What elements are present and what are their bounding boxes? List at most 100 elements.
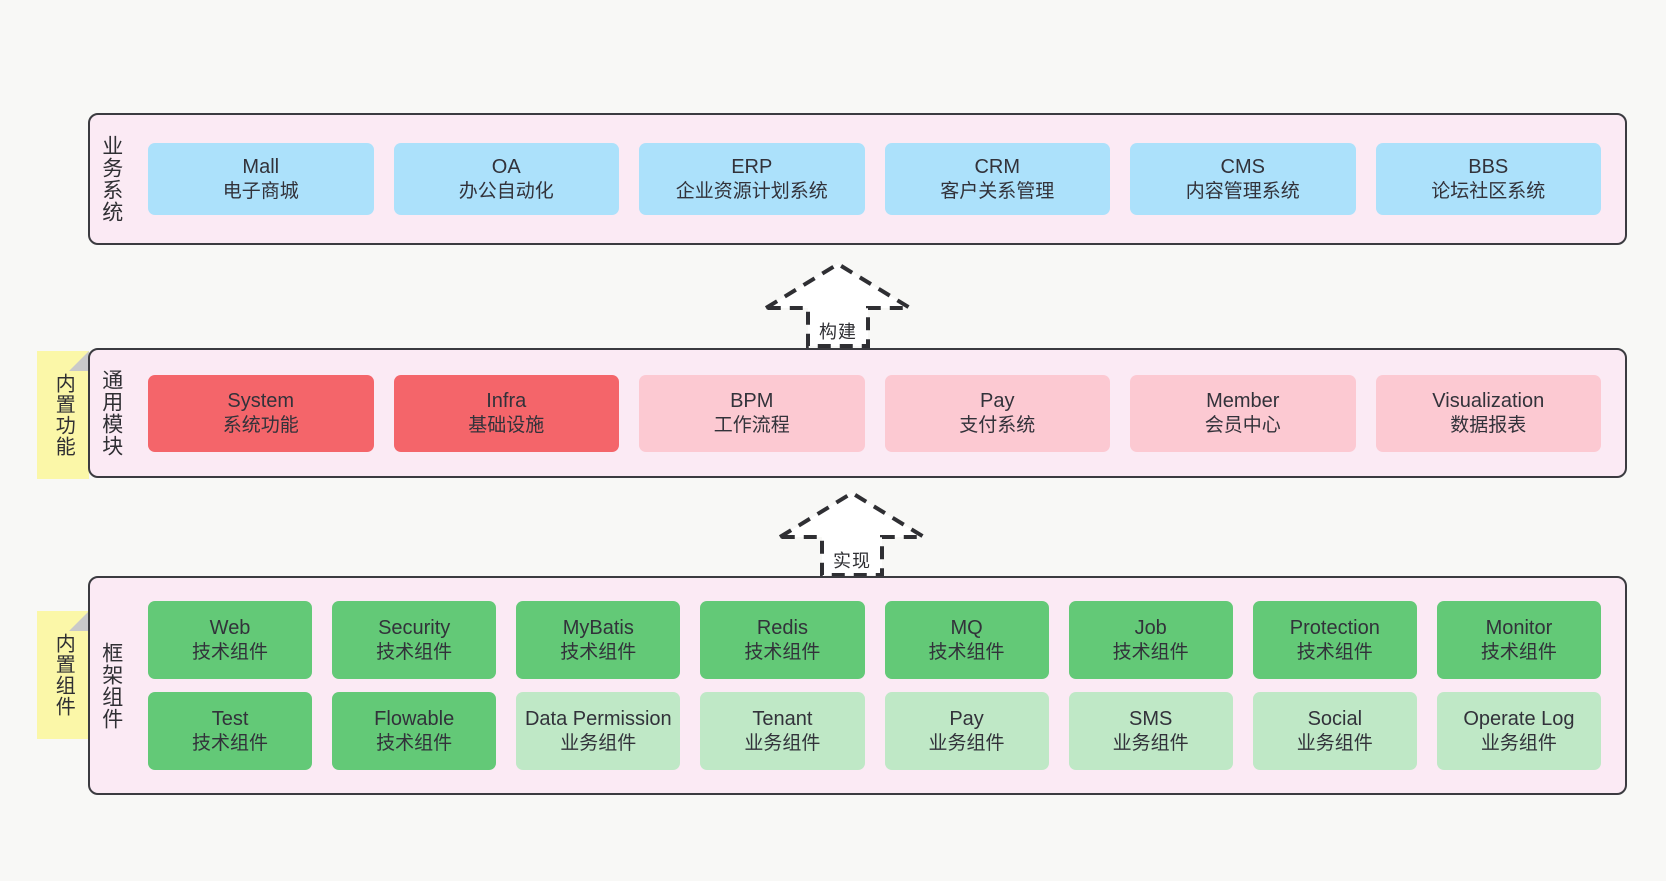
card-mall-name: Mall [242, 155, 280, 178]
card-flowable-name: Flowable [374, 707, 455, 730]
card-monitor-name: Monitor [1485, 616, 1553, 639]
card-job-desc: 技术组件 [1112, 641, 1189, 663]
layer-framework-components: 框架组件 Web 技术组件 Security 技术组件 MyBatis 技术组件… [88, 576, 1627, 795]
layer-common-modules: 通用模块 System 系统功能 Infra 基础设施 BPM 工作流程 Pay… [88, 348, 1627, 478]
card-flowable[interactable]: Flowable 技术组件 [332, 692, 497, 770]
card-crm[interactable]: CRM 客户关系管理 [884, 143, 1110, 215]
card-pay-component-desc: 业务组件 [928, 732, 1005, 754]
card-bpm-name: BPM [730, 389, 774, 412]
card-social[interactable]: Social 业务组件 [1252, 692, 1417, 770]
card-mq[interactable]: MQ 技术组件 [884, 601, 1049, 679]
card-mybatis[interactable]: MyBatis 技术组件 [516, 601, 681, 679]
card-mall-desc: 电子商城 [222, 180, 299, 202]
card-cms-name: CMS [1220, 155, 1265, 178]
arrow-build: 构建 [758, 258, 918, 350]
card-test-name: Test [211, 707, 249, 730]
card-bbs[interactable]: BBS 论坛社区系统 [1375, 143, 1601, 215]
card-pay-module-name: Pay [980, 389, 1015, 412]
card-visualization-name: Visualization [1432, 389, 1545, 412]
framework-row-tech: Web 技术组件 Security 技术组件 MyBatis 技术组件 Redi… [138, 601, 1611, 679]
card-job-name: Job [1134, 616, 1167, 639]
card-member-name: Member [1206, 389, 1280, 412]
card-test-desc: 技术组件 [192, 732, 269, 754]
card-cms[interactable]: CMS 内容管理系统 [1130, 143, 1356, 215]
card-security-desc: 技术组件 [376, 641, 453, 663]
card-security[interactable]: Security 技术组件 [332, 601, 497, 679]
card-mq-desc: 技术组件 [928, 641, 1005, 663]
card-job[interactable]: Job 技术组件 [1068, 601, 1233, 679]
card-erp-desc: 企业资源计划系统 [675, 180, 828, 202]
card-web[interactable]: Web 技术组件 [148, 601, 313, 679]
card-protection[interactable]: Protection 技术组件 [1252, 601, 1417, 679]
layer-framework-cards: Web 技术组件 Security 技术组件 MyBatis 技术组件 Redi… [132, 578, 1625, 793]
card-visualization[interactable]: Visualization 数据报表 [1375, 374, 1601, 452]
card-cms-desc: 内容管理系统 [1185, 180, 1300, 202]
card-infra-desc: 基础设施 [468, 414, 545, 436]
card-protection-name: Protection [1289, 616, 1380, 639]
card-oa[interactable]: OA 办公自动化 [393, 143, 619, 215]
layer-modules-cards: System 系统功能 Infra 基础设施 BPM 工作流程 Pay 支付系统… [132, 350, 1625, 476]
note-builtin-features: 内置功能 [37, 351, 89, 479]
card-pay-module-desc: 支付系统 [959, 414, 1036, 436]
card-flowable-desc: 技术组件 [376, 732, 453, 754]
card-bbs-desc: 论坛社区系统 [1431, 180, 1546, 202]
card-social-desc: 业务组件 [1296, 732, 1373, 754]
card-redis-desc: 技术组件 [744, 641, 821, 663]
arrow-build-label: 构建 [819, 322, 857, 342]
framework-row-business: Test 技术组件 Flowable 技术组件 Data Permission … [138, 692, 1611, 770]
note-builtin-components-text: 内置组件 [52, 633, 75, 717]
card-member[interactable]: Member 会员中心 [1130, 374, 1356, 452]
card-bbs-name: BBS [1468, 155, 1509, 178]
card-tenant-desc: 业务组件 [744, 732, 821, 754]
card-sms-name: SMS [1129, 707, 1173, 730]
card-tenant-name: Tenant [752, 707, 813, 730]
card-tenant[interactable]: Tenant 业务组件 [700, 692, 865, 770]
layer-modules-title: 通用模块 [99, 369, 123, 457]
card-member-desc: 会员中心 [1204, 414, 1281, 436]
card-data-permission[interactable]: Data Permission 业务组件 [516, 692, 681, 770]
card-infra-name: Infra [486, 389, 527, 412]
card-redis[interactable]: Redis 技术组件 [700, 601, 865, 679]
card-system-desc: 系统功能 [222, 414, 299, 436]
card-mall[interactable]: Mall 电子商城 [148, 143, 374, 215]
card-visualization-desc: 数据报表 [1450, 414, 1527, 436]
card-oa-desc: 办公自动化 [458, 180, 554, 202]
arrow-implement: 实现 [772, 487, 932, 579]
card-monitor-desc: 技术组件 [1480, 641, 1557, 663]
card-operate-log-name: Operate Log [1463, 707, 1575, 730]
layer-framework-title: 框架组件 [99, 641, 123, 730]
card-crm-name: CRM [974, 155, 1021, 178]
card-pay-module[interactable]: Pay 支付系统 [884, 374, 1110, 452]
card-mq-name: MQ [950, 616, 983, 639]
card-pay-component-name: Pay [949, 707, 984, 730]
card-sms[interactable]: SMS 业务组件 [1068, 692, 1233, 770]
card-security-name: Security [378, 616, 451, 639]
card-operate-log[interactable]: Operate Log 业务组件 [1436, 692, 1601, 770]
layer-business-title: 业务系统 [99, 135, 123, 223]
card-test[interactable]: Test 技术组件 [148, 692, 313, 770]
card-erp-name: ERP [731, 155, 773, 178]
card-pay-component[interactable]: Pay 业务组件 [884, 692, 1049, 770]
card-sms-desc: 业务组件 [1112, 732, 1189, 754]
card-infra[interactable]: Infra 基础设施 [393, 374, 619, 452]
card-erp[interactable]: ERP 企业资源计划系统 [639, 143, 865, 215]
card-operate-log-desc: 业务组件 [1480, 732, 1557, 754]
card-protection-desc: 技术组件 [1296, 641, 1373, 663]
card-bpm[interactable]: BPM 工作流程 [639, 374, 865, 452]
card-bpm-desc: 工作流程 [713, 414, 790, 436]
arrow-up-dashed-icon [772, 490, 932, 577]
card-mybatis-name: MyBatis [562, 616, 634, 639]
note-builtin-components: 内置组件 [37, 611, 89, 739]
card-crm-desc: 客户关系管理 [940, 180, 1055, 202]
card-data-permission-name: Data Permission [524, 707, 672, 730]
card-monitor[interactable]: Monitor 技术组件 [1436, 601, 1601, 679]
card-system[interactable]: System 系统功能 [148, 374, 374, 452]
arrow-implement-label: 实现 [833, 551, 871, 571]
layer-business-cards: Mall 电子商城 OA 办公自动化 ERP 企业资源计划系统 CRM 客户关系… [132, 115, 1625, 243]
card-web-desc: 技术组件 [192, 641, 269, 663]
card-redis-name: Redis [756, 616, 808, 639]
card-social-name: Social [1307, 707, 1363, 730]
card-data-permission-desc: 业务组件 [560, 732, 637, 754]
card-web-name: Web [209, 616, 251, 639]
